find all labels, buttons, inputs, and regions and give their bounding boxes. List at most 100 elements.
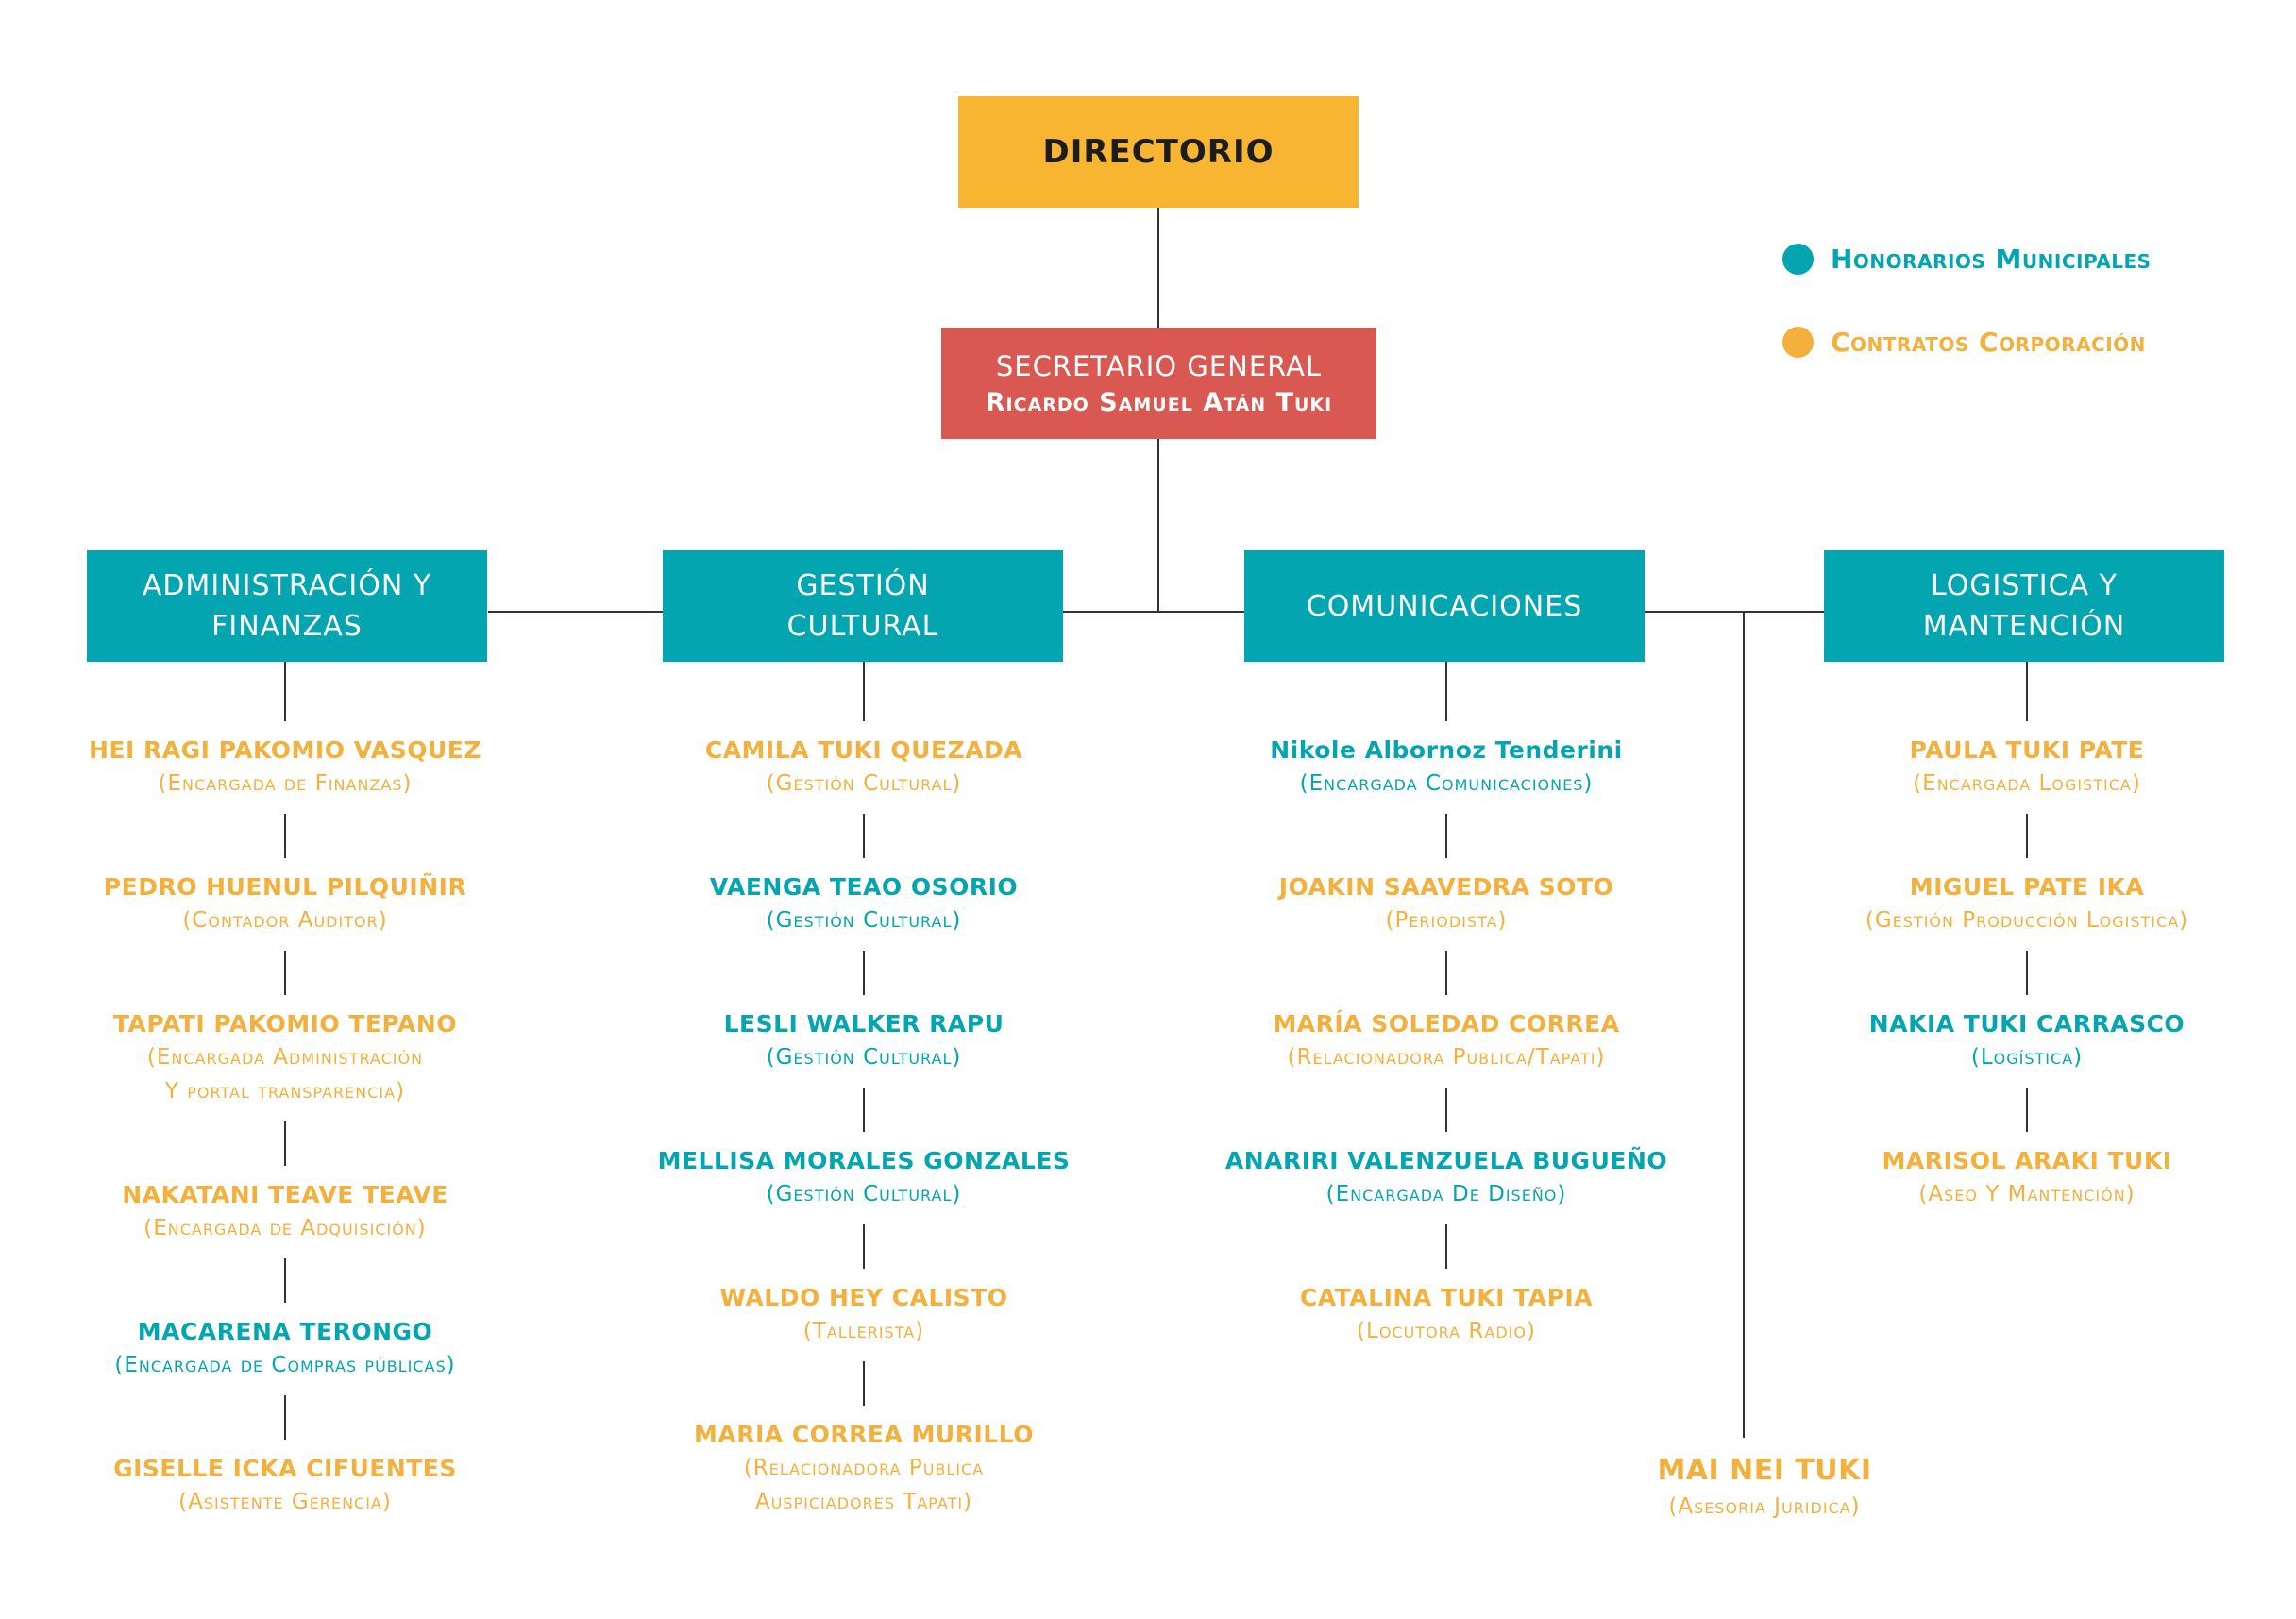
secretario-general-box: SECRETARIO GENERAL Ricardo Samuel Atán T… [941,328,1376,439]
advisor-member: MAI NEI TUKI (Asesoria Juridica) [1528,1452,2001,1524]
connector-member [2026,662,2028,721]
member-name: WALDO HEY CALISTO [719,1284,1008,1311]
connector-member [2026,951,2028,995]
connector-member [1445,951,1447,995]
member-item: MARÍA SOLEDAD CORREA(Relacionadora Publi… [1220,1008,1673,1074]
member-role: (Tallerista) [802,1319,925,1343]
connector-member [1445,814,1447,858]
connector-member [863,1361,865,1406]
connector-directorio-secretario [1157,208,1159,328]
connector-member [284,662,286,721]
connector-member [863,1088,865,1132]
member-name: MARIA CORREA MURILLO [693,1421,1034,1448]
member-name: MIGUEL PATE IKA [1909,873,2145,901]
member-role: (Gestión Cultural) [766,1045,962,1070]
legend-label-honorarios: Honorarios Municipales [1831,244,2152,275]
member-item: MACARENA TERONGO (Encargada de Compras pú… [59,1316,512,1382]
member-name: NAKIA TUKI CARRASCO [1868,1010,2186,1037]
member-item: CATALINA TUKI TAPIA (Locutora Radio) [1220,1282,1673,1348]
member-item: HEI RAGI PAKOMIO VASQUEZ (Encargada de Fi… [59,734,512,801]
secretario-name: Ricardo Samuel Atán Tuki [985,387,1333,417]
member-role: (Asistente Gerencia) [178,1490,392,1514]
member-name: TAPATI PAKOMIO TEPANO [112,1010,458,1037]
member-role: (Encargada Administración [146,1045,424,1070]
member-name: PEDRO HUENUL PILQUIÑIR [103,873,467,901]
member-item: NAKATANI TEAVE TEAVE (Encargada de Adquis… [59,1179,512,1245]
dept-title-line2: MANTENCIÓN [1922,610,2126,643]
member-item: PEDRO HUENUL PILQUIÑIR (Contador Auditor) [59,871,512,937]
dept-title-line1: GESTIÓN [796,569,930,602]
member-item: NAKIA TUKI CARRASCO (Logística) [1800,1008,2254,1074]
member-name: MARÍA SOLEDAD CORREA [1273,1010,1620,1037]
member-name: CAMILA TUKI QUEZADA [704,736,1023,764]
member-role: (Periodista) [1385,908,1508,933]
connector-member [284,1121,286,1166]
directorio-label: DIRECTORIO [1042,133,1275,171]
dept-comunicaciones: COMUNICACIONES [1244,550,1645,662]
member-role-line2: Y portal transparencia) [164,1079,406,1104]
legend-contratos: Contratos Corporación [1782,327,2146,358]
connector-member [284,1258,286,1303]
member-item: JOAKIN SAAVEDRA SOTO (Periodista) [1220,871,1673,937]
member-item: MARIA CORREA MURILLO(Relacionadora Publi… [637,1419,1090,1519]
member-role: (Asesoria Juridica) [1668,1494,1861,1519]
connector-member [284,814,286,858]
member-name: MELLISA MORALES GONZALES [657,1147,1071,1174]
member-name: JOAKIN SAAVEDRA SOTO [1278,873,1614,901]
member-item: PAULA TUKI PATE (Encargada Logistica) [1800,734,2254,801]
dept-title-line2: CULTURAL [786,610,939,643]
member-item: MIGUEL PATE IKA(Gestión Producción Logis… [1800,871,2254,937]
member-item: CAMILA TUKI QUEZADA (Gestión Cultural) [637,734,1090,801]
connector-member [863,951,865,995]
member-role: (Gestión Cultural) [766,771,962,796]
member-item: ANARIRI VALENZUELA BUGUEÑO (Encargada De … [1220,1145,1673,1211]
member-role: (Encargada de Compras públicas) [114,1353,456,1377]
member-role: (Encargada de Finanzas) [158,771,413,796]
member-name: ANARIRI VALENZUELA BUGUEÑO [1224,1147,1668,1174]
connector-member [863,662,865,721]
member-name: CATALINA TUKI TAPIA [1299,1284,1594,1311]
member-name: LESLI WALKER RAPU [723,1010,1004,1037]
member-item: VAENGA TEAO OSORIO (Gestión Cultural) [637,871,1090,937]
member-name: MARISOL ARAKI TUKI [1882,1147,2172,1174]
connector-member [863,1224,865,1269]
connector-member [1445,662,1447,721]
member-name: PAULA TUKI PATE [1909,736,2145,764]
dept-title-line1: ADMINISTRACIÓN Y [142,569,432,602]
dept-title-line2: FINANZAS [211,610,363,643]
connector-member [284,951,286,995]
connector-advisor [1743,611,1745,1438]
member-role: (Locutora Radio) [1357,1319,1536,1343]
connector-member [1445,1224,1447,1269]
member-role: (Contador Auditor) [182,908,388,933]
legend-honorarios: Honorarios Municipales [1782,244,2152,275]
member-role: (Logística) [1970,1045,2084,1070]
secretario-role: SECRETARIO GENERAL [995,349,1323,382]
member-role: (Encargada de Adquisición) [144,1216,427,1240]
connector-member [1445,1088,1447,1132]
member-name: Nikole Albornoz Tenderini [1270,736,1623,764]
connector-member [2026,1088,2028,1132]
member-role: (Encargada De Diseño) [1325,1182,1567,1206]
member-role-line2: Auspiciadores Tapati) [754,1490,973,1514]
member-role: (Encargada Logistica) [1913,771,2141,796]
legend-dot-honorarios [1782,244,1814,275]
member-role: (Gestión Cultural) [766,1182,962,1206]
member-name: NAKATANI TEAVE TEAVE [122,1181,448,1208]
member-name: HEI RAGI PAKOMIO VASQUEZ [89,736,481,764]
connector-secretario-trunk [1157,439,1159,612]
member-name: VAENGA TEAO OSORIO [709,873,1019,901]
member-name: MACARENA TERONGO [137,1318,433,1345]
member-item: MELLISA MORALES GONZALES (Gestión Cultura… [637,1145,1090,1211]
member-item: GISELLE ICKA CIFUENTES(Asistente Gerenci… [59,1453,512,1519]
member-name: MAI NEI TUKI [1657,1454,1872,1487]
dept-title-line1: LOGISTICA Y [1931,569,2118,602]
member-item: WALDO HEY CALISTO (Tallerista) [637,1282,1090,1348]
member-item: TAPATI PAKOMIO TEPANO (Encargada Administ… [59,1008,512,1108]
member-item: LESLI WALKER RAPU (Gestión Cultural) [637,1008,1090,1074]
dept-title-line1: COMUNICACIONES [1306,589,1583,623]
dept-logistica-mantencion: LOGISTICA Y MANTENCIÓN [1824,550,2224,662]
connector-horizontal-bus [488,611,1827,613]
member-role: (Gestión Cultural) [766,908,962,933]
legend-label-contratos: Contratos Corporación [1831,327,2146,358]
